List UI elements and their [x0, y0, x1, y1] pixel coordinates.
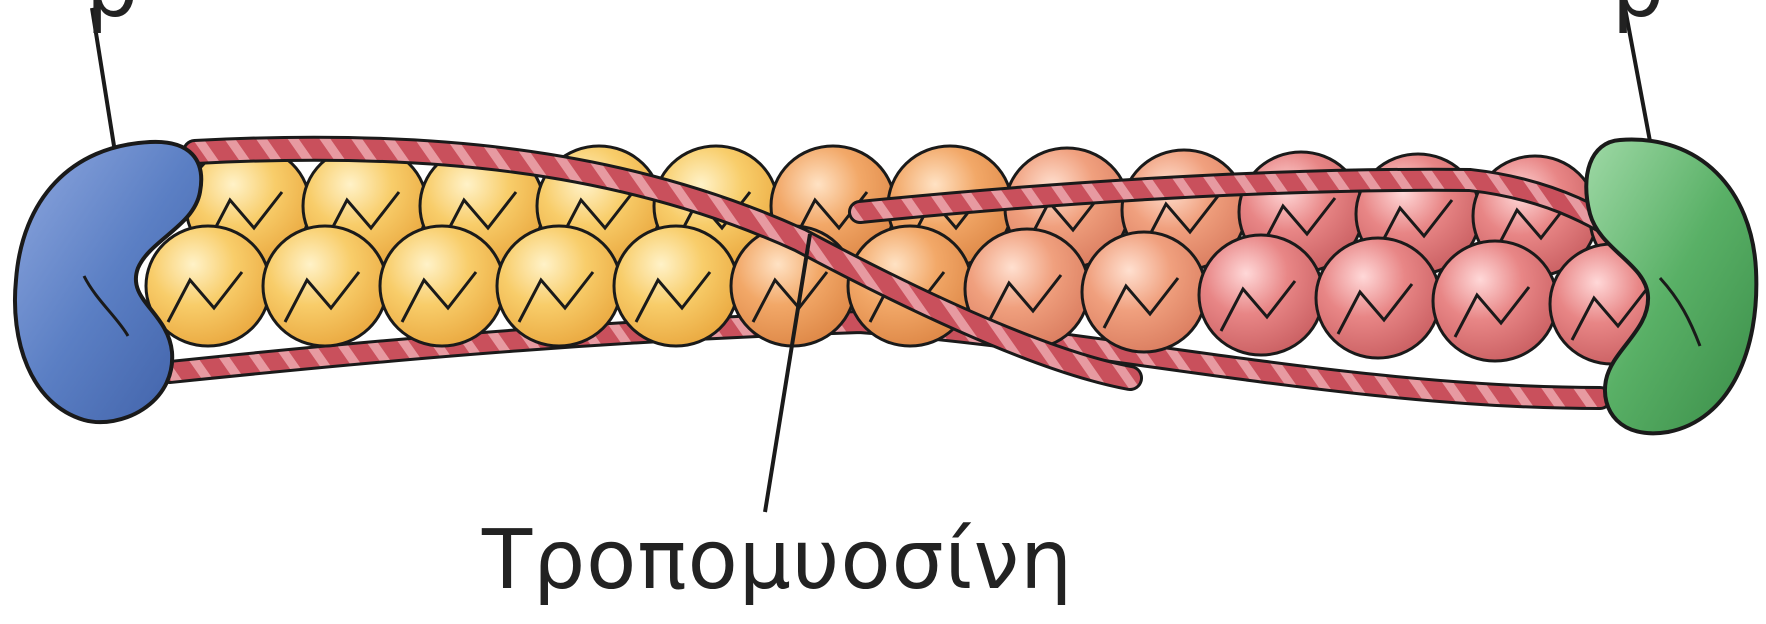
- actin-subunit-bottom: [263, 226, 387, 346]
- actin-subunit-bottom: [380, 226, 504, 346]
- actin-subunit-bottom: [614, 226, 738, 346]
- actin-subunit-bottom: [1316, 238, 1440, 358]
- actin-subunit-bottom: [497, 226, 621, 346]
- top-right-label-fragment: ρ: [1612, 0, 1664, 30]
- tropomyosin-label: Τροπομυοσίνη: [482, 520, 1073, 602]
- actin-subunit-bottom: [1199, 235, 1323, 355]
- actin-subunit-bottom: [1082, 232, 1206, 352]
- top-left-label-fragment: ρ: [86, 0, 138, 30]
- actin-subunit-bottom: [1433, 241, 1557, 361]
